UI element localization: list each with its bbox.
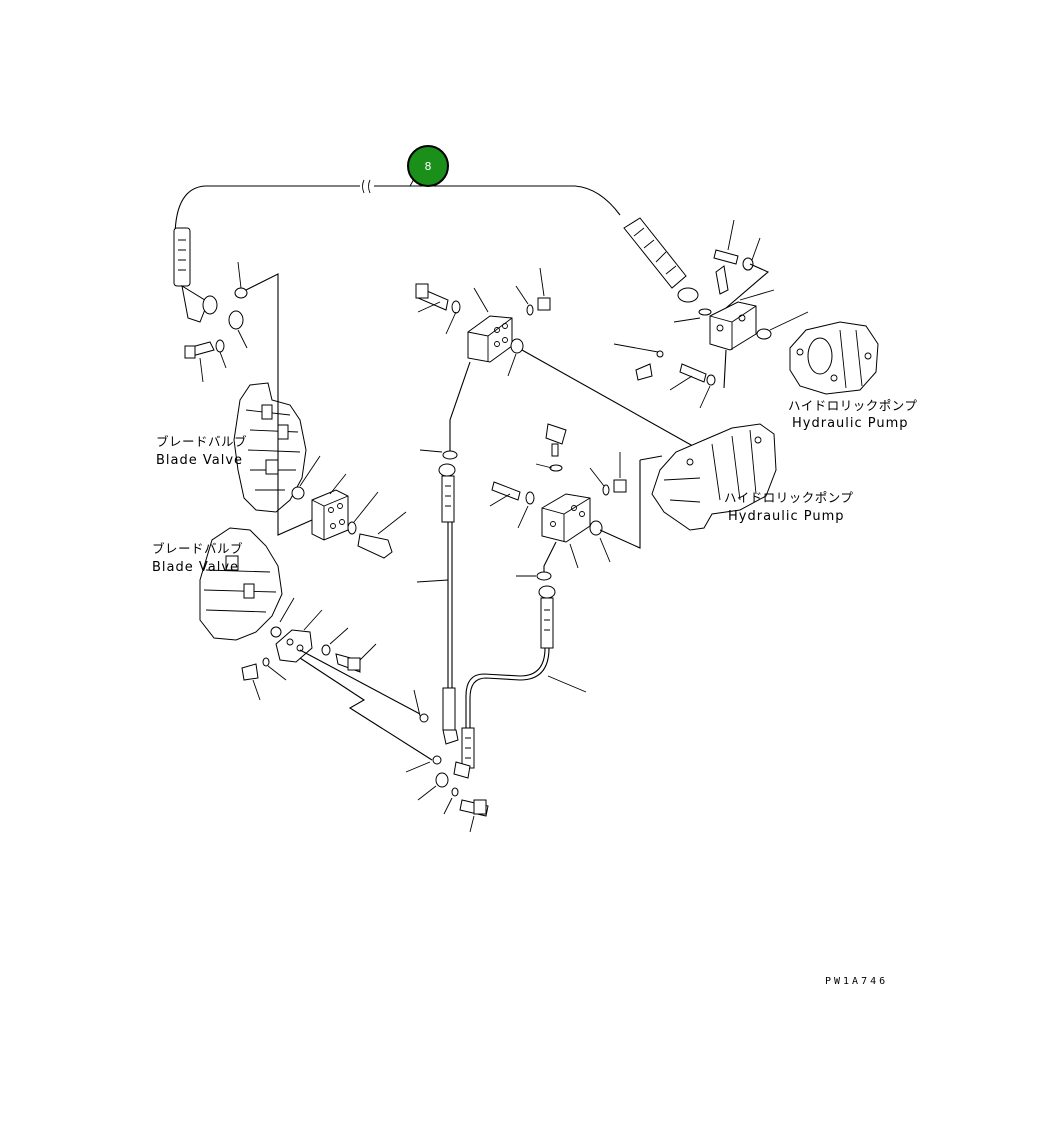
top-hose bbox=[173, 179, 699, 323]
middle-right-block bbox=[489, 423, 641, 581]
blade-valve-upper-jp: ブレードバルブ bbox=[156, 434, 247, 449]
hydraulic-pump-lower-jp: ハイドロリックポンプ bbox=[724, 490, 853, 505]
lower-center-hose bbox=[453, 585, 587, 779]
blade-valve-upper bbox=[233, 382, 307, 513]
lower-left-parts bbox=[241, 597, 433, 761]
blade-valve-lower-jp: ブレードバルブ bbox=[152, 541, 243, 556]
bottom-parts bbox=[405, 689, 489, 833]
drawing-code: PW1A746 bbox=[825, 976, 888, 987]
right-block bbox=[613, 219, 809, 409]
hydraulic-pump-lower-en: Hydraulic Pump bbox=[728, 509, 845, 524]
center-hose bbox=[416, 361, 471, 745]
blade-valve-upper-en: Blade Valve bbox=[156, 453, 243, 468]
hydraulic-pump-upper bbox=[789, 321, 879, 395]
blade-valve-lower-en: Blade Valve bbox=[152, 560, 239, 575]
callout-badge: 8 bbox=[407, 145, 449, 187]
center-block bbox=[415, 267, 701, 451]
blade-valve-lower bbox=[199, 527, 283, 641]
hydraulic-pump-upper-en: Hydraulic Pump bbox=[792, 416, 909, 431]
hydraulic-pump-upper-jp: ハイドロリックポンプ bbox=[788, 398, 917, 413]
badge-label: 8 bbox=[425, 160, 432, 173]
hydraulic-pump-lower bbox=[639, 423, 777, 531]
upper-left-parts bbox=[184, 261, 407, 536]
block-upper-left bbox=[311, 489, 393, 559]
